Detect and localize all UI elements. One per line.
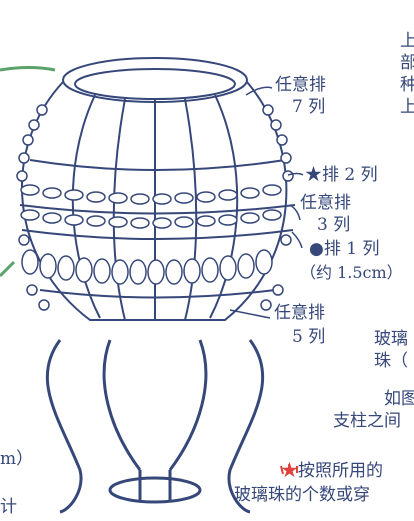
label-bottom-b: 玻璃珠的个数或穿 [234,485,370,505]
label-star-rows: ★排 2 列 [305,165,378,185]
label-rows3-a: 任意排 [300,193,351,213]
label-left-m: m） [0,449,34,469]
leaf-stroke-bottom [0,260,16,278]
label-rows7-b: 7 列 [292,97,326,117]
lamp-stand [45,339,265,514]
accent-ticks [280,463,298,475]
label-bottom-a: ★按照所用的 [281,461,383,481]
label-glass-a: 玻璃 [374,329,408,349]
label-as-a: 如图 [384,389,414,409]
label-top-right-4: 上 [400,97,414,117]
leader-lines [229,86,304,319]
label-rows3-b: 3 列 [317,215,351,235]
bead-row-star [20,184,282,229]
label-rows5-b: 5 列 [292,327,326,347]
label-top-right-2: 部 [400,53,414,73]
label-as-b: 支柱之间 [333,411,401,431]
leaf-stroke-top [0,66,56,72]
label-top-right-3: 种 [400,75,414,95]
bead-row-dot [21,249,273,285]
bead-columns-side [16,104,294,311]
label-dot-note: （约 1.5cm） [300,263,403,282]
label-glass-b: 珠（ [374,351,408,371]
red-star-icon: ★ [281,461,298,481]
label-dot-rows: ●排 1 列 [309,239,380,259]
label-top-right-1: 上 [400,31,414,51]
label-rows5-a: 任意排 [274,303,325,323]
label-rows7-a: 任意排 [275,75,326,95]
label-left-ji: 计 [0,497,17,517]
